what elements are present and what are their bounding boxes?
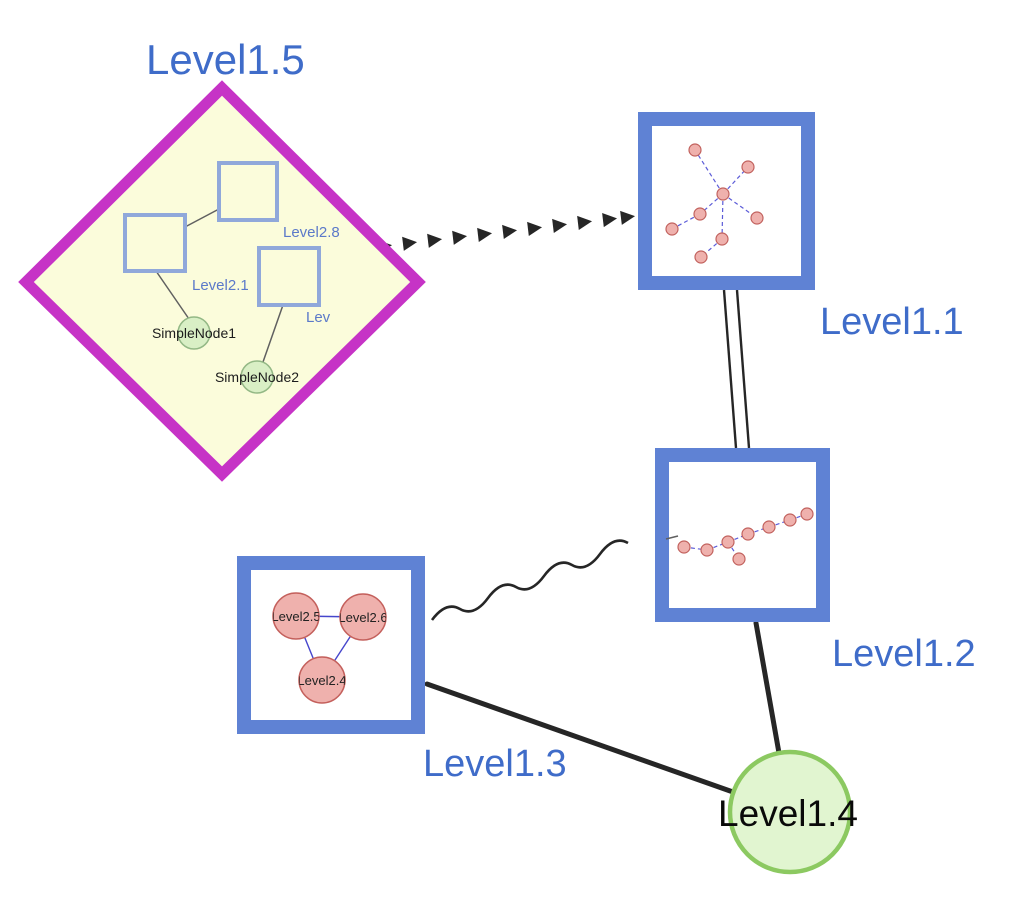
- level1-2-box[interactable]: [655, 448, 830, 622]
- mini-node[interactable]: [688, 143, 702, 157]
- mini-node[interactable]: [750, 211, 764, 225]
- mini-node[interactable]: [741, 527, 755, 541]
- edge-level13-to-level14[interactable]: [424, 681, 736, 795]
- mini-node[interactable]: [783, 513, 797, 527]
- simple-node-1[interactable]: [177, 316, 211, 350]
- mini-node[interactable]: [700, 543, 714, 557]
- mini-edge[interactable]: [699, 193, 724, 215]
- inner-square-level2-1[interactable]: [123, 213, 187, 273]
- node-level1-3-group: Level2.5 Level2.6 Level2.4: [237, 556, 425, 734]
- mini-node-label: Level2.5: [271, 609, 320, 624]
- node-level1-5-group: Level1.5 Level2.8 Level2.1 Lev SimpleNod…: [18, 36, 426, 482]
- level1-4-circle[interactable]: [727, 749, 853, 875]
- mini-node[interactable]: [693, 207, 707, 221]
- level1-5-diamond-shape[interactable]: [18, 80, 426, 482]
- level1-3-box[interactable]: [237, 556, 425, 734]
- inner-square-level2-8[interactable]: [217, 161, 279, 222]
- inner-square-level2-7[interactable]: [257, 246, 321, 307]
- edge-level13-to-level12-wavy-line[interactable]: [430, 539, 629, 621]
- mini-node-level2-4[interactable]: [298, 656, 346, 704]
- node-level1-2-group: [655, 448, 830, 622]
- mini-node[interactable]: [665, 222, 679, 236]
- mini-node[interactable]: [694, 250, 708, 264]
- mini-node-level2-5[interactable]: [272, 592, 320, 640]
- inner-edge[interactable]: [155, 270, 190, 320]
- level1-1-label: Level1.1: [820, 301, 964, 343]
- mini-node[interactable]: [716, 187, 730, 201]
- inner-square-label: Level2.1: [192, 277, 249, 294]
- mini-node[interactable]: [762, 520, 776, 534]
- mini-edge[interactable]: [671, 213, 701, 230]
- mini-node[interactable]: [741, 160, 755, 174]
- simple-node-label: SimpleNode1: [152, 325, 236, 341]
- mini-node-label: Level2.6: [338, 610, 387, 625]
- mini-node[interactable]: [677, 540, 691, 554]
- edge-level11-to-level12-double-line[interactable]: [722, 289, 751, 449]
- node-level1-4: Level1.4: [718, 749, 858, 875]
- inner-edge[interactable]: [262, 304, 284, 363]
- inner-square-label: Lev: [306, 309, 331, 326]
- level1-1-inner-graph: [665, 143, 764, 264]
- level1-3-label: Level1.3: [423, 743, 567, 785]
- edge-level15-to-level11-dashed-arrow[interactable]: [377, 210, 636, 254]
- level1-2-inner-graph: [665, 507, 814, 566]
- level1-4-label: Level1.4: [718, 793, 858, 834]
- mini-node[interactable]: [715, 232, 729, 246]
- level1-3-inner-graph: Level2.5 Level2.6 Level2.4: [271, 592, 387, 704]
- level1-2-label: Level1.2: [832, 633, 976, 675]
- mini-node-level2-6[interactable]: [339, 593, 387, 641]
- mini-edge[interactable]: [694, 149, 724, 195]
- level1-1-box[interactable]: [638, 112, 815, 290]
- simple-node-label: SimpleNode2: [215, 369, 299, 385]
- inner-square-label: Level2.8: [283, 224, 340, 241]
- mini-node[interactable]: [721, 535, 735, 549]
- edge-level12-to-level14[interactable]: [753, 620, 782, 756]
- mini-edge[interactable]: [721, 193, 724, 240]
- mini-edge[interactable]: [665, 535, 679, 540]
- mini-node[interactable]: [800, 507, 814, 521]
- mini-node-label: Level2.4: [297, 673, 346, 688]
- simple-node-2[interactable]: [240, 360, 274, 394]
- node-level1-1-group: [638, 112, 815, 290]
- level1-5-label: Level1.5: [146, 36, 305, 83]
- mini-node[interactable]: [732, 552, 746, 566]
- inner-edge[interactable]: [184, 208, 220, 228]
